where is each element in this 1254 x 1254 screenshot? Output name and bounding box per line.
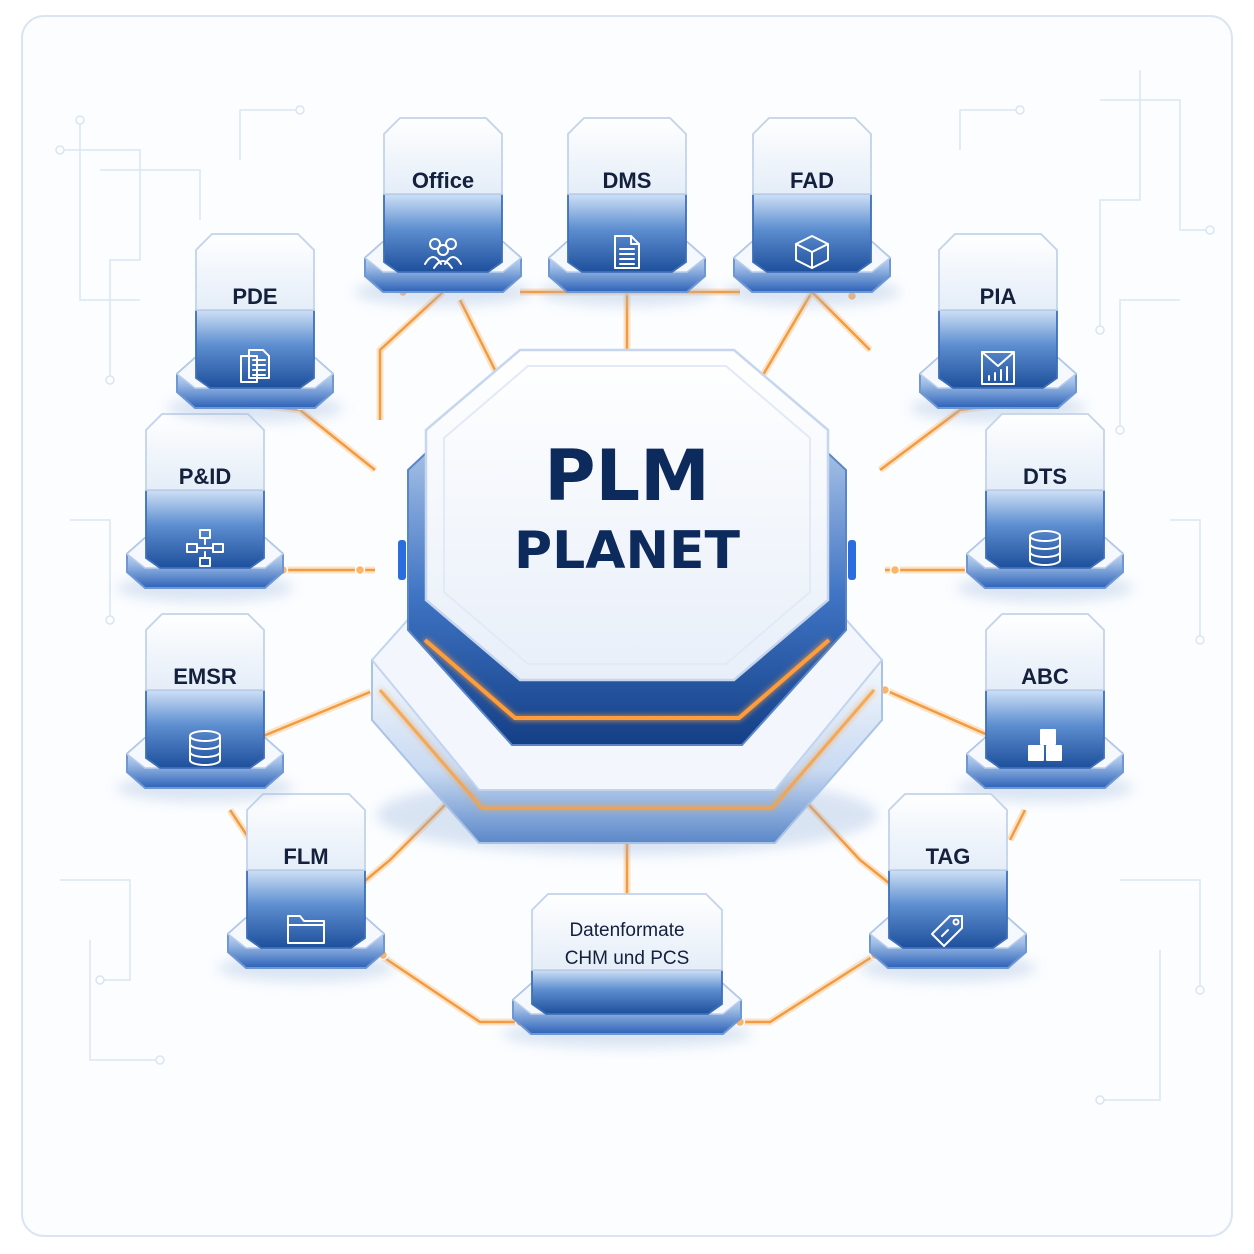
circuit-node [1205,225,1215,235]
hub-top-cap-inner [443,365,811,665]
database-icon [1029,530,1061,566]
database-icon [189,730,221,766]
node-label: Office [412,168,474,193]
circuit-node [295,105,305,115]
node-tag[interactable]: TAG [860,793,1036,982]
circuit-trace [89,940,160,1061]
circuit-node [75,115,85,125]
documents-icon [240,349,270,383]
hub-accent-right [848,540,856,580]
node-body [246,869,366,949]
people-icon [424,238,462,269]
circuit-node [1195,985,1205,995]
node-cap [752,117,872,195]
node-body [567,193,687,273]
circuit-trace [1099,70,1141,330]
node-cap [938,233,1058,311]
node-label-line2: CHM und PCS [565,948,690,969]
hub-title-line1: PLM [544,435,710,517]
node-dms[interactable]: DMS [539,117,715,306]
node-label: TAG [926,844,971,869]
node-dts[interactable]: DTS [957,413,1133,602]
node-abc[interactable]: ABC [957,613,1133,802]
document-icon [614,235,640,269]
connector-line [758,291,814,381]
hub-base-glow [378,689,876,810]
node-cap [985,613,1105,691]
folder-icon [287,915,325,944]
connector-joint [354,564,366,576]
satellite-nodes: Office DMS FAD PIA DTS ABC TAG DatenformateCHM … [117,117,1133,1048]
circuit-node [105,375,115,385]
circuit-node [1115,425,1125,435]
node-label: EMSR [173,664,237,689]
circuit-node [55,145,65,155]
node-emsr[interactable]: EMSR [117,613,293,802]
node-body [938,309,1058,389]
circuit-trace [100,169,201,220]
hub-top-cap [424,348,830,682]
node-pid[interactable]: P&ID [117,413,293,602]
node-label-line1: Datenformate [569,920,684,941]
tag-icon [931,915,963,947]
node-cap [145,613,265,691]
node-pde[interactable]: PDE [167,233,343,422]
node-label: DMS [603,168,652,193]
hub-body-glow [423,638,831,720]
hub-title-line2: PLANET [514,521,741,581]
chart-icon [981,351,1015,385]
node-cap [888,793,1008,871]
connector-line [740,953,876,1024]
node-cap [531,893,723,971]
circuit-trace [959,109,1020,150]
node-body [531,969,723,1015]
node-cap [383,117,503,195]
node-label: FAD [790,168,834,193]
circuit-trace [239,109,300,160]
connector-line [378,291,444,420]
boxes-icon [1028,729,1062,761]
connector-line [1008,809,1027,841]
cube-icon [795,235,829,269]
circuit-trace [70,519,111,620]
circuit-trace [1120,879,1201,990]
node-label: ABC [1021,664,1069,689]
node-body [888,869,1008,949]
plm-planet-hub[interactable]: PLM PLANET [370,348,884,855]
connector-line [379,953,520,1024]
node-cap [567,117,687,195]
hub-accent-left [398,540,406,580]
node-label: DTS [1023,464,1067,489]
connector-line [458,299,502,381]
circuit-trace [79,120,140,301]
node-cap [195,233,315,311]
node-flm[interactable]: FLM [218,793,394,982]
circuit-trace [1119,299,1180,430]
node-label: FLM [283,844,328,869]
circuit-trace [1170,519,1201,640]
node-label: PDE [232,284,277,309]
node-cap [145,413,265,491]
circuit-trace [1100,950,1161,1101]
node-fad[interactable]: FAD [724,117,900,306]
circuit-node [1095,325,1105,335]
circuit-node [95,975,105,985]
flowchart-icon [186,529,224,567]
circuit-node [105,615,115,625]
node-office[interactable]: Office [355,117,531,306]
connector-joint [889,564,901,576]
circuit-node [1095,1095,1105,1105]
circuit-node [155,1055,165,1065]
circuit-node [1195,635,1205,645]
node-label: PIA [980,284,1017,309]
node-cap [985,413,1105,491]
circuit-trace [60,879,131,981]
circuit-background [55,70,1215,1105]
node-label: P&ID [179,464,232,489]
circuit-node [1015,105,1025,115]
